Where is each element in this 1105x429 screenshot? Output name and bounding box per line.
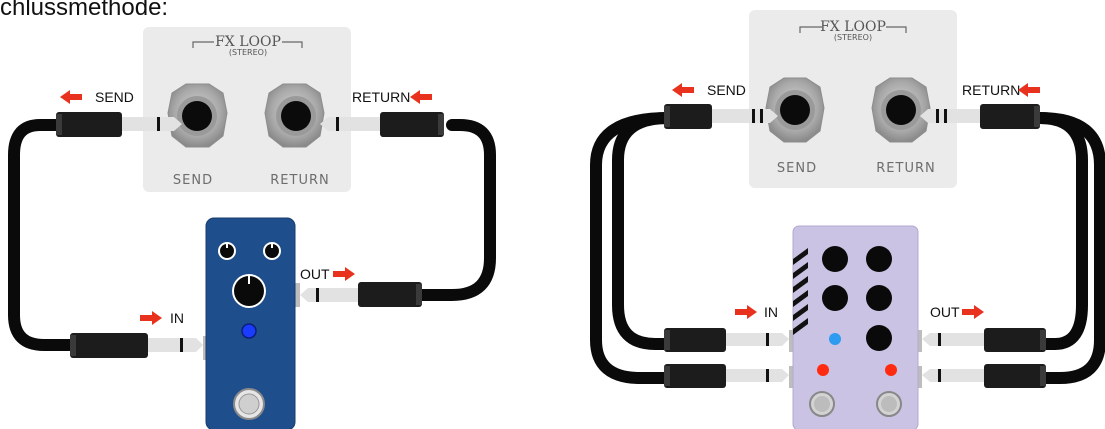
left-mono-pedal [203,217,300,429]
left-out-arrow-icon [333,267,355,281]
left-diagram: FX LOOP (STEREO) SEND RETURN [8,27,496,429]
right-fx-title: FX LOOP [820,19,886,35]
right-send-jack-label: SEND [777,161,817,176]
right-send-jack[interactable] [765,77,825,143]
right-pedal-footswitch-1[interactable] [809,391,835,417]
left-return-jack[interactable] [264,83,325,148]
right-return-plug [920,104,1040,129]
left-out-label: OUT [300,266,330,282]
right-out-label: OUT [930,304,960,320]
right-pedal-knob-4 [866,285,892,311]
right-out-plug-1 [922,328,1046,352]
left-send-jack-label: SEND [173,173,213,188]
right-pedal-knob-2 [866,246,892,272]
right-in-plug-1 [664,328,789,352]
right-return-label: RETURN [962,82,1020,98]
right-return-arrow-icon [1018,83,1040,97]
left-return-label: RETURN [352,89,410,105]
left-cable-send-in [8,119,78,351]
right-stereo-pedal [789,225,922,429]
left-pedal-led [241,323,257,339]
left-out-plug [300,282,422,307]
left-pedal-knob-small-2 [263,242,281,260]
right-send-arrow-icon [672,83,694,97]
right-pedal-knob-3 [822,285,848,311]
left-return-arrow-icon [410,90,432,104]
right-pedal-led-red-1 [817,364,829,376]
right-diagram: FX LOOP (STEREO) SEND RETURN [590,10,1105,429]
right-pedal-knob-1 [822,246,848,272]
left-fx-loop-panel [143,27,351,192]
right-in-label: IN [764,304,778,320]
left-send-jack[interactable] [167,83,228,148]
left-in-label: IN [170,310,184,326]
left-send-plug [56,112,182,137]
left-pedal-knob-large [232,274,266,308]
right-pedal-stripes-icon [793,248,808,335]
left-send-label: SEND [95,89,134,105]
right-out-arrow-icon [962,305,984,319]
left-pedal-footswitch[interactable] [233,388,265,420]
left-in-plug [70,333,203,358]
left-fx-subtitle: (STEREO) [229,48,267,57]
right-send-label: SEND [707,82,746,98]
left-pedal-knob-small-1 [218,242,236,260]
right-pedal-led-blue [829,333,841,345]
right-pedal-footswitch-2[interactable] [876,391,902,417]
left-return-jack-label: RETURN [270,173,329,188]
left-cable-return-out [412,119,496,301]
right-in-arrow-icon [735,305,757,319]
left-send-arrow-icon [60,90,82,104]
left-return-plug [320,112,444,137]
right-return-jack-label: RETURN [876,161,935,176]
right-cable-send-inner [612,112,669,350]
right-pedal-knob-5 [866,325,892,351]
right-out-plug-2 [922,364,1046,388]
left-fx-title: FX LOOP [215,34,281,50]
right-send-plug [664,104,778,129]
right-return-jack[interactable] [871,77,931,143]
right-fx-loop-panel [749,10,957,188]
right-in-plug-2 [664,364,789,388]
right-fx-subtitle: (STEREO) [834,33,872,42]
left-in-arrow-icon [140,311,162,325]
right-pedal-led-red-2 [885,364,897,376]
right-cable-return-inner [1039,112,1088,350]
caption-fragment: chlussmethode: [0,0,169,21]
